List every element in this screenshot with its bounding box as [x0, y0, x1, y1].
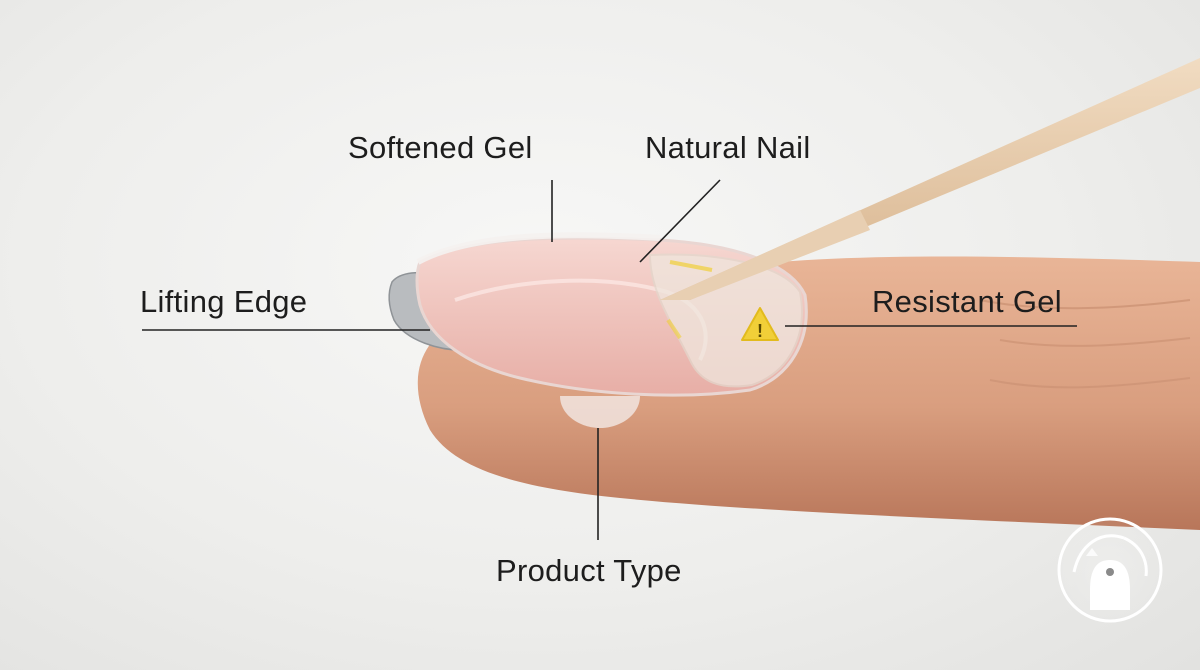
orange-wood-stick: [660, 58, 1200, 300]
label-softened-gel: Softened Gel: [348, 130, 533, 165]
leader-lines: [142, 179, 1077, 540]
label-lifting-edge: Lifting Edge: [140, 284, 308, 319]
softened-gel-layer: [416, 232, 661, 265]
warning-symbol: !: [757, 321, 763, 341]
label-product-type: Product Type: [496, 553, 682, 588]
label-resistant-gel: Resistant Gel: [872, 284, 1062, 319]
nail-drop-logo-icon: [1057, 517, 1163, 623]
warning-triangle-icon: !: [741, 307, 779, 341]
product-drop: [560, 396, 640, 428]
label-natural-nail: Natural Nail: [645, 130, 811, 165]
leader-line-natural-nail: [639, 179, 721, 263]
